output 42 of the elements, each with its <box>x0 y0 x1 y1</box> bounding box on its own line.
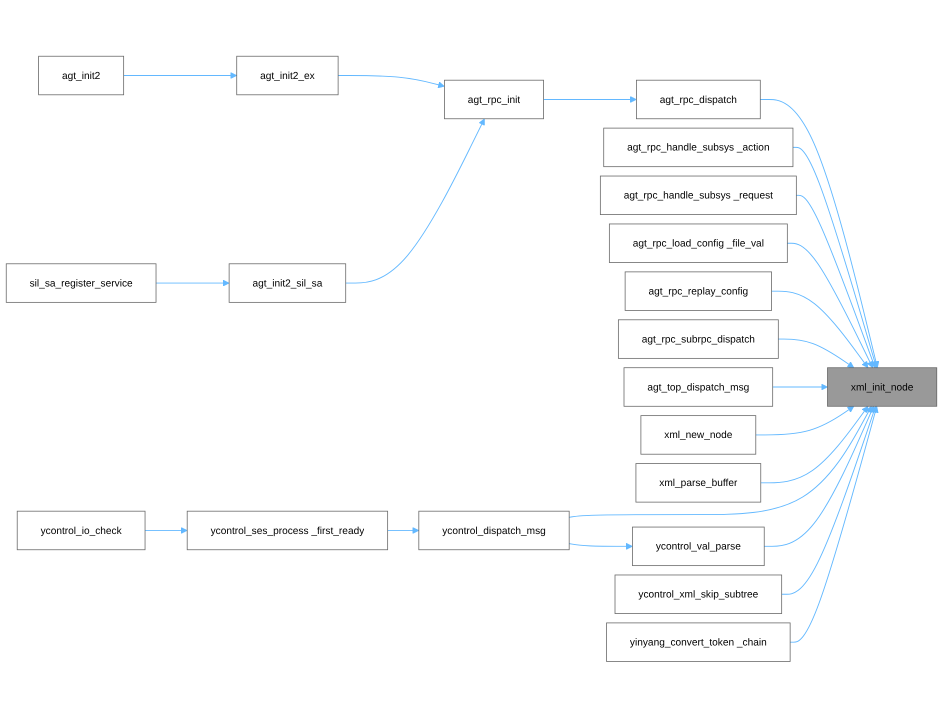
arrow <box>796 194 876 368</box>
node-box: sil_sa_register_service <box>6 263 156 302</box>
node-box: ycontrol_val_parse <box>632 526 765 566</box>
arrow <box>760 98 880 368</box>
node-box: ycontrol_dispatch_msg <box>418 510 570 550</box>
arrow <box>778 338 854 368</box>
node-box: agt_rpc_replay_config <box>624 271 772 310</box>
arrow <box>568 542 633 550</box>
arrow <box>338 74 445 88</box>
node-box: agt_rpc_dispatch <box>636 79 761 119</box>
arrow <box>781 406 877 594</box>
arrow <box>345 118 485 284</box>
node-box: agt_rpc_load_config _file_val <box>608 223 788 263</box>
node-box: agt_init2_sil_sa <box>228 263 346 302</box>
node-box: ycontrol_ses_process _first_ready <box>186 510 388 550</box>
arrow <box>786 242 874 368</box>
arrow <box>156 279 230 286</box>
arrow <box>755 406 854 436</box>
arrow <box>760 406 868 483</box>
node-box: yinyang_convert_token _chain <box>606 622 791 662</box>
node-box: agt_top_dispatch_msg <box>624 366 774 406</box>
node-box: agt_rpc_init <box>444 79 544 119</box>
node-box: agt_rpc_handle_subsys _request <box>600 175 797 215</box>
node-box: ycontrol_io_check <box>16 510 146 550</box>
arrow <box>764 406 874 546</box>
node-box: agt_init2_ex <box>236 55 338 95</box>
arrow <box>771 290 868 368</box>
node-box: xml_init_node <box>827 366 938 406</box>
arrow <box>792 146 878 368</box>
node-box: xml_parse_buffer <box>636 462 762 502</box>
node-box: agt_rpc_handle_subsys _action <box>603 127 794 167</box>
arrow <box>543 96 637 103</box>
node-box: agt_init2 <box>38 55 124 95</box>
arrow <box>123 72 238 79</box>
arrow <box>144 526 188 534</box>
arrow <box>387 526 420 534</box>
node-box: ycontrol_xml_skip_subtree <box>614 574 782 614</box>
node-box: xml_new_node <box>640 414 756 454</box>
arrow <box>772 383 828 390</box>
node-box: agt_rpc_subrpc_dispatch <box>618 319 779 358</box>
arrow <box>568 406 872 518</box>
arrow <box>790 406 878 642</box>
